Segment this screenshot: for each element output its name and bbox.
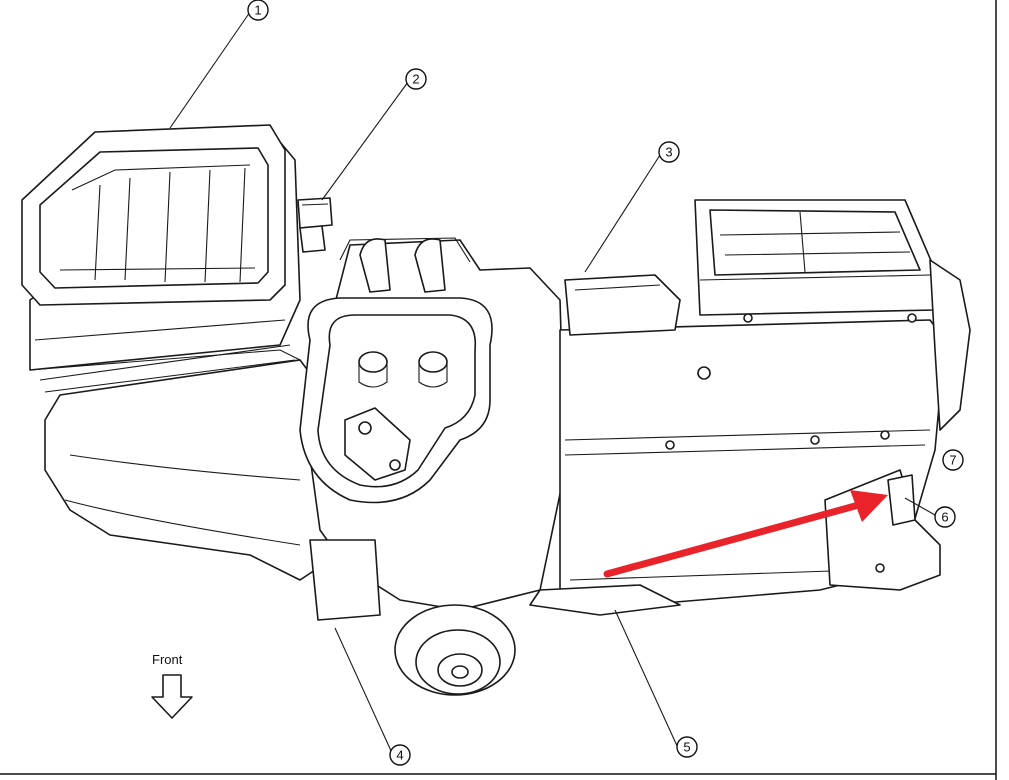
svg-text:7: 7 [949,453,956,468]
callout-1: 1 [247,0,269,21]
down-arrow-icon [151,674,193,719]
leader-5 [614,609,679,749]
callout-2: 2 [405,68,427,90]
heater-housing [529,199,971,616]
evaporator-housing [299,237,566,621]
callout-4: 4 [389,744,411,766]
front-label: Front [152,652,183,667]
callout-3: 3 [658,141,680,163]
leader-1 [169,11,251,129]
leader-4 [334,627,393,754]
svg-text:4: 4 [396,748,403,763]
svg-text:2: 2 [412,72,419,87]
leader-6 [904,497,936,516]
highlight-arrow-shaft [603,502,859,578]
svg-text:3: 3 [665,145,672,160]
blower-motor [394,604,516,696]
leader-lines [169,11,936,754]
callout-5: 5 [676,736,698,758]
svg-text:6: 6 [941,510,948,525]
front-indicator: Front [151,652,193,719]
callout-6: 6 [934,506,956,528]
callout-7: 7 [942,449,964,471]
highlight-arrow-head [850,490,888,522]
connector-2 [297,197,333,253]
highlight-arrow [603,490,888,578]
leader-2 [321,81,409,201]
svg-text:1: 1 [254,3,261,18]
svg-text:5: 5 [683,740,690,755]
leader-3 [584,154,661,273]
inlet-grille [21,124,286,306]
